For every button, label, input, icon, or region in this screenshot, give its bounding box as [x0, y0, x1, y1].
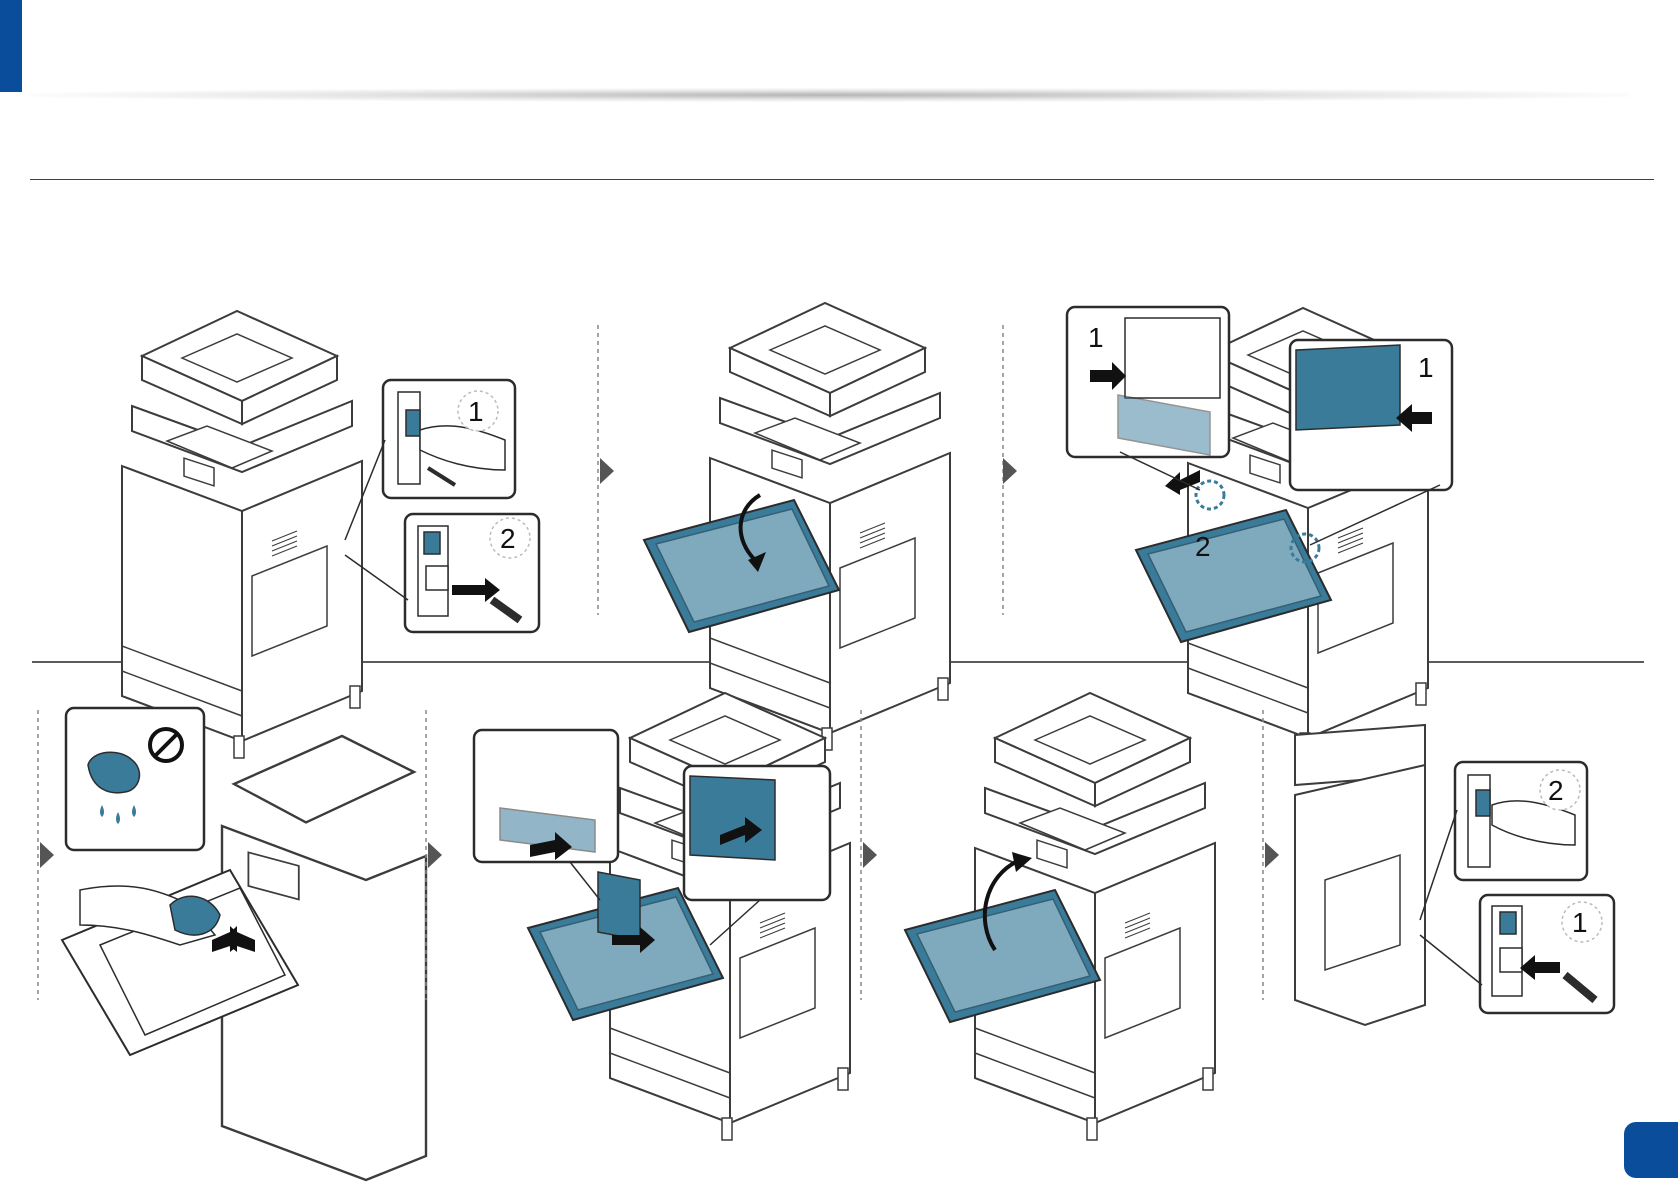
step-7-callout-number: 2 [1548, 775, 1564, 806]
triangle-right-icon [40, 842, 54, 868]
step-1-illustration: 1 2 [122, 311, 539, 758]
step-1-callout-number: 1 [468, 396, 484, 427]
step-5-illustration [474, 693, 850, 1140]
step-2-illustration [644, 303, 950, 750]
page-number-badge [1624, 1122, 1678, 1178]
step-3-callout-number: 1 [1418, 352, 1434, 383]
triangle-right-icon [600, 458, 614, 484]
triangle-right-icon [1003, 458, 1017, 484]
step-1-callout-number: 2 [500, 523, 516, 554]
triangle-right-icon [863, 842, 877, 868]
triangle-right-icon [428, 842, 442, 868]
step-4-illustration [62, 708, 426, 1180]
step-7-callout-number: 1 [1572, 907, 1588, 938]
step-3-illustration: 1 1 2 [1067, 307, 1452, 755]
step-6-illustration [905, 693, 1215, 1140]
step-3-callout-number: 1 [1088, 322, 1104, 353]
triangle-right-icon [1265, 842, 1279, 868]
step-7-illustration: 2 1 [1295, 725, 1614, 1025]
step-3-callout-number: 2 [1195, 531, 1211, 562]
